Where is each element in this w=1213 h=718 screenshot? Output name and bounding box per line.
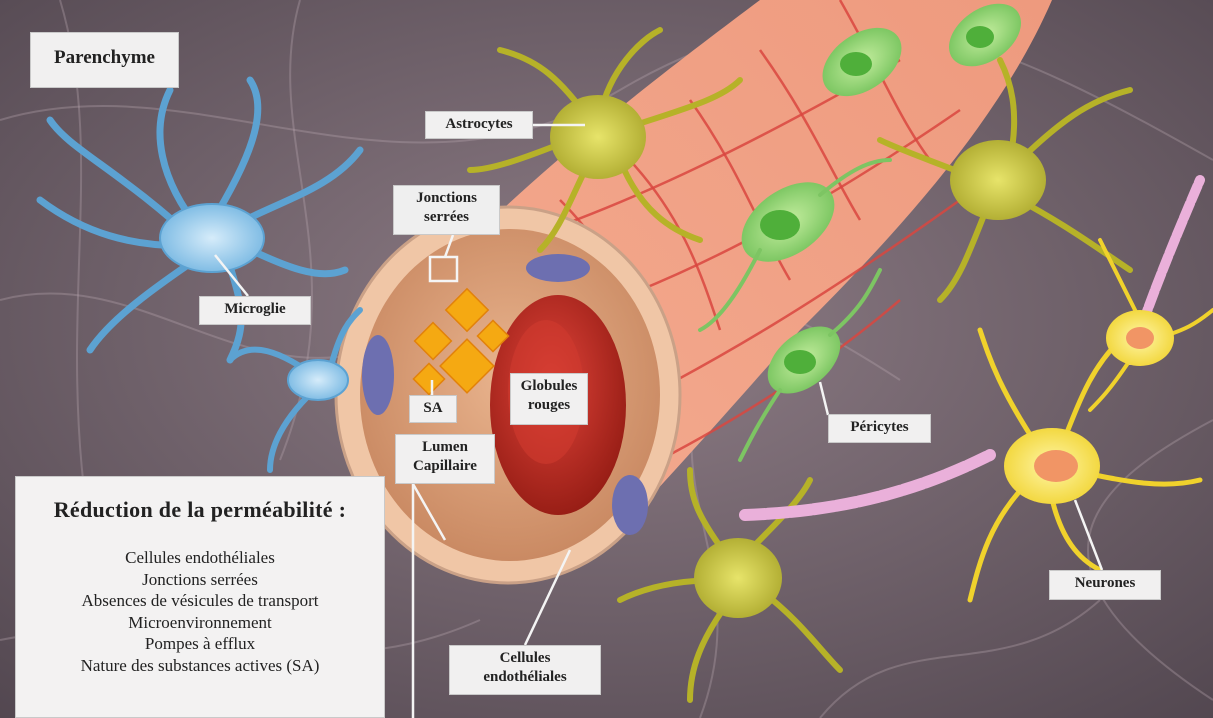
endothelial-nucleus [526,254,590,282]
list-item: Absences de vésicules de transport [16,590,384,612]
list-item: Microenvironnement [16,612,384,634]
neurons-label: Neurones [1049,570,1161,600]
active-substances-label: SA [409,395,457,423]
microglia-body [288,360,348,400]
capillary-lumen-label: Lumen Capillaire [395,434,495,484]
astrocyte-body [550,95,646,179]
vessel-cross-section [336,207,680,583]
microglia-label: Microglie [199,296,311,325]
red-blood-cells-label-line1: Globules [519,377,579,396]
tight-junctions-label-line1: Jonctions [402,189,491,208]
red-blood-cells-label-line2: rouges [519,396,579,415]
endothelial-cells-label: Cellules endothéliales [449,645,601,695]
neuron-nucleus [1126,327,1154,349]
capillary-lumen-label-line2: Capillaire [404,457,486,476]
permeability-reduction-title: Réduction de la perméabilité : [16,497,384,523]
list-item: Nature des substances actives (SA) [16,655,384,677]
permeability-factors-list: Cellules endothéliales Jonctions serrées… [16,547,384,676]
list-item: Pompes à efflux [16,633,384,655]
endothelial-nucleus [362,335,394,415]
microglia-body [160,204,264,272]
endothelial-cells-label-line1: Cellules [458,649,592,668]
red-blood-cells-label: Globules rouges [510,373,588,425]
parenchyme-label: Parenchyme [30,32,179,88]
endothelial-nucleus [612,475,648,535]
astrocyte-body [694,538,782,618]
endothelial-cells-label-line2: endothéliales [458,668,592,687]
tight-junctions-label-line2: serrées [402,208,491,227]
pericytes-label: Péricytes [828,414,931,443]
list-item: Jonctions serrées [16,569,384,591]
list-item: Cellules endothéliales [16,547,384,569]
tight-junctions-label: Jonctions serrées [393,185,500,235]
permeability-reduction-panel: Réduction de la perméabilité : Cellules … [15,476,385,718]
astrocytes-label: Astrocytes [425,111,533,139]
astrocyte-body [950,140,1046,220]
capillary-lumen-label-line1: Lumen [404,438,486,457]
neuron-nucleus [1034,450,1078,482]
